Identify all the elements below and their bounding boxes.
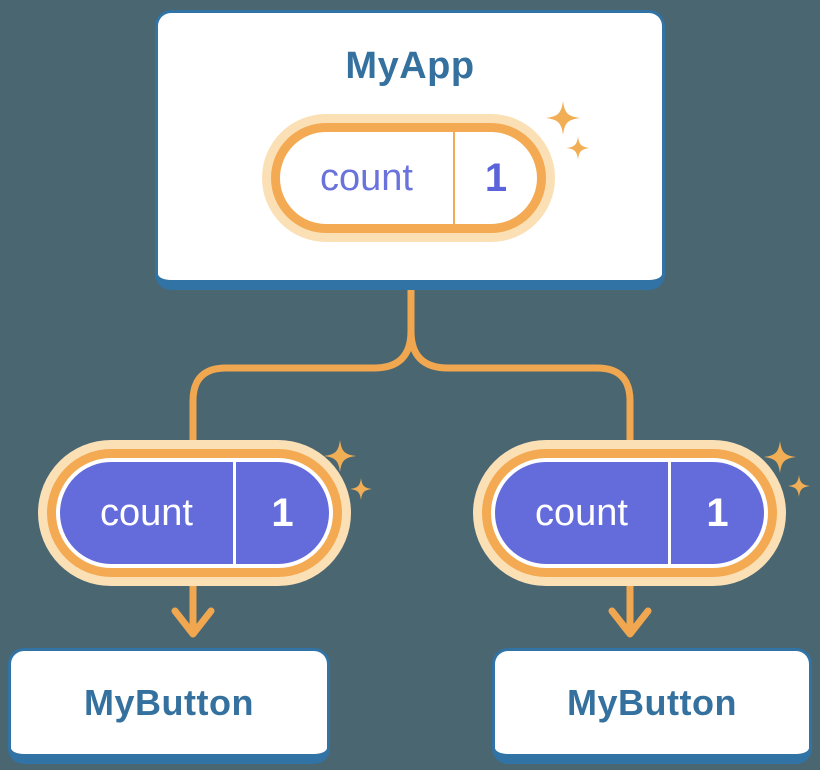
state-value: 1 [271, 490, 294, 535]
state-name: count [535, 491, 628, 534]
component-card-child-left: MyButton [8, 648, 330, 764]
state-pill-root: count 1 [271, 123, 546, 233]
pill-divider [668, 462, 671, 564]
component-title: MyApp [345, 45, 475, 87]
component-card-child-right: MyButton [492, 648, 812, 764]
component-title: MyButton [567, 681, 737, 723]
arrow-down-icon [171, 607, 215, 638]
state-value: 1 [706, 490, 729, 535]
branch-right-line [407, 278, 634, 636]
state-pill-child-right: count 1 [491, 458, 768, 568]
state-name: count [100, 491, 193, 534]
sparkles-icon [764, 441, 810, 497]
sparkles-icon [546, 101, 590, 160]
arrow-down-icon [608, 607, 652, 638]
state-name: count [320, 156, 413, 199]
component-title: MyButton [84, 681, 254, 723]
state-value: 1 [484, 155, 508, 200]
state-pill-child-left: count 1 [56, 458, 333, 568]
pill-divider [233, 462, 236, 564]
pill-divider [453, 132, 455, 224]
sparkles-icon [324, 440, 372, 500]
